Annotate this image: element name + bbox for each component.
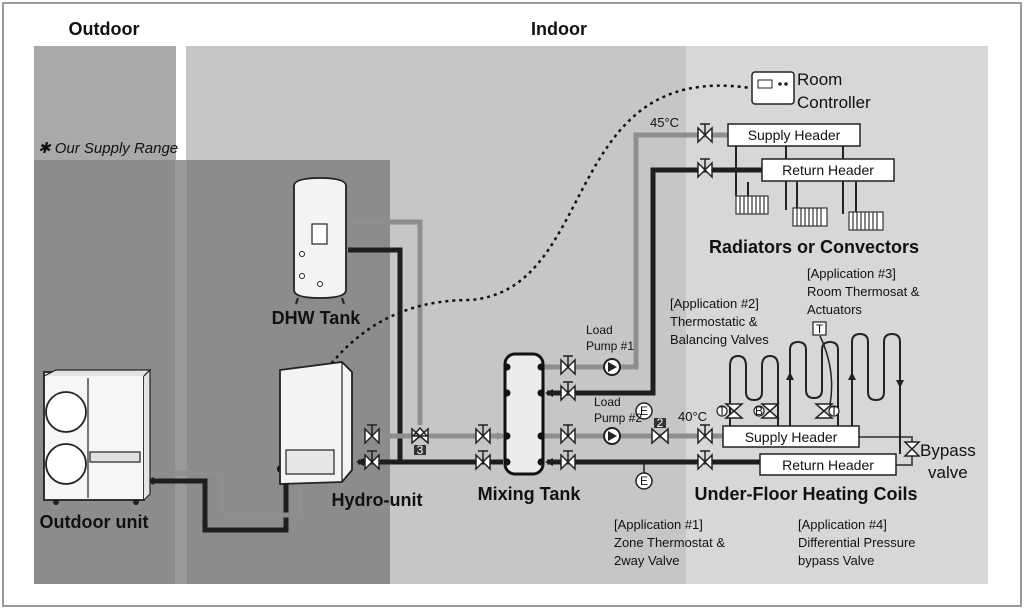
pump2-label-2: Pump #2 bbox=[594, 411, 642, 425]
expansion-marker-1-label: E bbox=[640, 404, 648, 418]
room-controller-label-1: Room bbox=[797, 70, 842, 89]
outdoor-label: Outdoor bbox=[69, 19, 140, 39]
floor-supply-header bbox=[722, 425, 860, 448]
app3-line2: Room Thermosat & bbox=[807, 284, 920, 299]
pump1-label-1: Load bbox=[586, 323, 613, 337]
radiator-supply-header bbox=[727, 123, 861, 147]
floor-supply-header-label: Supply Header bbox=[745, 429, 838, 445]
radiator-supply-header-label: Supply Header bbox=[748, 127, 841, 143]
radiator-return-header-label: Return Header bbox=[782, 162, 874, 178]
radiator-1 bbox=[735, 195, 769, 215]
room-controller-label-2: Controller bbox=[797, 93, 871, 112]
radiator-return-header bbox=[761, 158, 895, 182]
dhw-supply-pipe bbox=[350, 218, 423, 425]
app4-line3: bypass Valve bbox=[798, 553, 874, 568]
expansion-marker-1: E bbox=[635, 402, 653, 420]
bypass-valve-icon bbox=[903, 441, 921, 457]
radiators-label: Radiators or Convectors bbox=[709, 237, 919, 257]
gate-valves bbox=[364, 123, 713, 471]
app3-line3: Actuators bbox=[807, 302, 862, 317]
coil-flow-arrows bbox=[786, 372, 904, 388]
bypass-label-line2: valve bbox=[928, 463, 968, 482]
radiator-3 bbox=[848, 211, 884, 231]
application-1-note: [Application #1] Zone Thermostat & 2way … bbox=[614, 517, 725, 568]
room-thermostat-marker: T bbox=[816, 322, 824, 336]
application-2-note: [Application #2] Thermostatic & Balancin… bbox=[670, 296, 769, 347]
outdoor-return-pipe bbox=[146, 468, 289, 533]
supply-range-label: ✱ Our Supply Range bbox=[38, 140, 178, 157]
load-pump-1-icon bbox=[603, 358, 621, 376]
actuator-valve-icon: T bbox=[814, 403, 840, 419]
three-way-valve-icon: 3 bbox=[411, 426, 429, 457]
thermostat-valve-icon: T bbox=[716, 403, 744, 419]
app1-line1: [Application #1] bbox=[614, 517, 703, 532]
floor-return-header bbox=[759, 453, 897, 476]
dhw-tank-label: DHW Tank bbox=[272, 308, 362, 328]
pump1-label-2: Pump #1 bbox=[586, 339, 634, 353]
outdoor-unit bbox=[43, 368, 152, 505]
two-way-valve-marker: 2 bbox=[657, 416, 664, 430]
app4-line2: Differential Pressure bbox=[798, 535, 916, 550]
dhw-return-pipe bbox=[348, 247, 403, 462]
bypass-label-line1: Bypass bbox=[920, 441, 976, 460]
app2-line2: Thermostatic & bbox=[670, 314, 758, 329]
thermostat-marker-1: T bbox=[718, 404, 726, 418]
room-thermostat-icon: T bbox=[812, 321, 827, 336]
hydro-unit bbox=[279, 361, 353, 485]
mixing-tank bbox=[503, 352, 545, 476]
app4-line1: [Application #4] bbox=[798, 517, 887, 532]
outdoor-unit-label: Outdoor unit bbox=[40, 512, 149, 532]
app2-line1: [Application #2] bbox=[670, 296, 759, 311]
app1-line3: 2way Valve bbox=[614, 553, 680, 568]
pump2-label-1: Load bbox=[594, 395, 621, 409]
mixing-tank-label: Mixing Tank bbox=[478, 484, 582, 504]
balancing-valve-icon: B bbox=[753, 403, 780, 419]
floor-coils bbox=[729, 332, 901, 454]
floor-temp: 40°C bbox=[678, 409, 707, 424]
application-3-note: [Application #3] Room Thermosat & Actuat… bbox=[807, 266, 920, 317]
app1-line2: Zone Thermostat & bbox=[614, 535, 725, 550]
load-pump-2-icon bbox=[603, 427, 621, 445]
underfloor-label: Under-Floor Heating Coils bbox=[694, 484, 917, 504]
radiator-2 bbox=[792, 207, 828, 227]
floor-return-header-label: Return Header bbox=[782, 457, 874, 473]
balancing-marker: B bbox=[755, 404, 763, 418]
app2-line3: Balancing Valves bbox=[670, 332, 769, 347]
two-way-valve-icon: 2 bbox=[651, 416, 669, 445]
mixing-tank-ports bbox=[503, 363, 545, 466]
zone-divider bbox=[175, 160, 187, 584]
application-4-note: [Application #4] Differential Pressure b… bbox=[798, 517, 916, 568]
three-way-valve-marker: 3 bbox=[417, 443, 424, 457]
app3-line1: [Application #3] bbox=[807, 266, 896, 281]
radiator-supply-pipe bbox=[543, 132, 728, 370]
dhw-tank bbox=[293, 177, 347, 305]
expansion-marker-2: E bbox=[635, 462, 653, 490]
outdoor-supply-pipe bbox=[146, 470, 303, 518]
radiator-temp: 45°C bbox=[650, 115, 679, 130]
expansion-marker-2-label: E bbox=[640, 474, 648, 488]
actuator-marker: T bbox=[830, 404, 838, 418]
hydro-unit-label: Hydro-unit bbox=[332, 490, 423, 510]
room-controller bbox=[751, 71, 795, 105]
indoor-label: Indoor bbox=[531, 19, 587, 39]
